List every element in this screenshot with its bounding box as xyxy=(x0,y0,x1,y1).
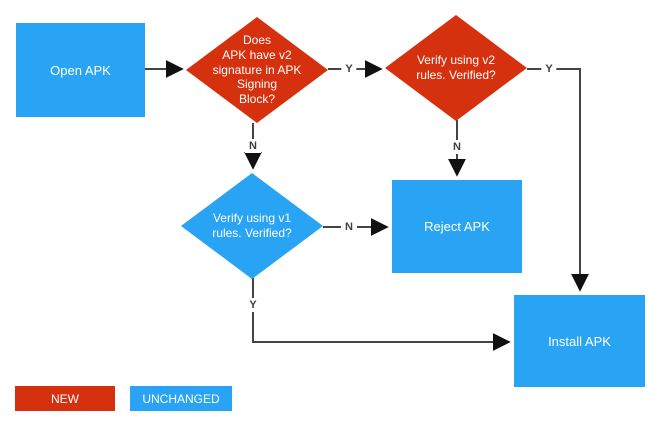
node-has-v2-decision: Does APK have v2 signature in APK Signin… xyxy=(186,17,328,123)
node-reject-apk: Reject APK xyxy=(392,180,522,273)
edge-label-verifyv2-no: N xyxy=(449,140,465,154)
node-verify-v2-label: Verify using v2 rules. Verified? xyxy=(416,53,496,82)
node-verify-v1-decision: Verify using v1 rules. Verified? xyxy=(181,173,323,279)
edge-label-hasv2-yes: Y xyxy=(341,62,357,76)
legend-unchanged: UNCHANGED xyxy=(130,386,232,411)
node-has-v2-label: Does APK have v2 signature in APK Signin… xyxy=(212,33,302,106)
node-install-apk-label: Install APK xyxy=(548,333,611,349)
edge-verifyv1-yes xyxy=(252,278,511,351)
legend-unchanged-label: UNCHANGED xyxy=(142,391,220,406)
edge-label-hasv2-no: N xyxy=(245,139,261,153)
node-verify-v2-decision: Verify using v2 rules. Verified? xyxy=(385,15,527,121)
node-reject-apk-label: Reject APK xyxy=(424,219,490,234)
edge-label-verifyv2-yes: Y xyxy=(541,62,557,76)
node-verify-v1-label: Verify using v1 rules. Verified? xyxy=(212,211,292,240)
legend-new: NEW xyxy=(15,386,115,411)
edge-label-verifyv1-no: N xyxy=(341,220,357,234)
legend-new-label: NEW xyxy=(51,391,79,406)
node-open-apk-label: Open APK xyxy=(50,62,111,78)
node-install-apk: Install APK xyxy=(514,295,645,387)
node-open-apk: Open APK xyxy=(16,23,145,117)
edge-verifyv2-yes xyxy=(527,68,589,292)
edge-label-verifyv1-yes: Y xyxy=(245,298,261,312)
